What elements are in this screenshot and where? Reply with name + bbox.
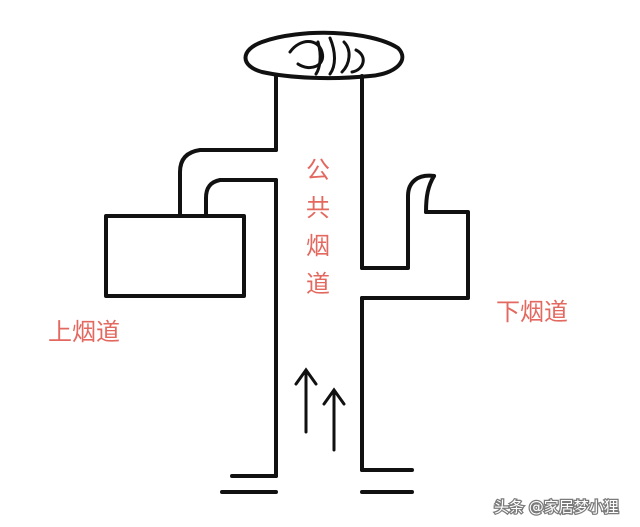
upper-flue-label: 上烟道 <box>48 318 120 346</box>
shared-flue-label-char-4: 道 <box>306 270 330 298</box>
chimney-cap <box>243 30 405 81</box>
watermark: 头条 @家居梦小狸 <box>494 498 619 516</box>
lower-branch <box>360 173 470 300</box>
shared-flue <box>220 74 414 494</box>
airflow-arrows <box>294 367 346 452</box>
shared-flue-label-char-1: 公 <box>306 156 330 184</box>
upper-branch <box>104 148 278 298</box>
lower-flue-label: 下烟道 <box>496 298 568 326</box>
shared-flue-label-char-3: 烟 <box>306 232 330 260</box>
shared-flue-label-char-2: 共 <box>306 194 330 222</box>
